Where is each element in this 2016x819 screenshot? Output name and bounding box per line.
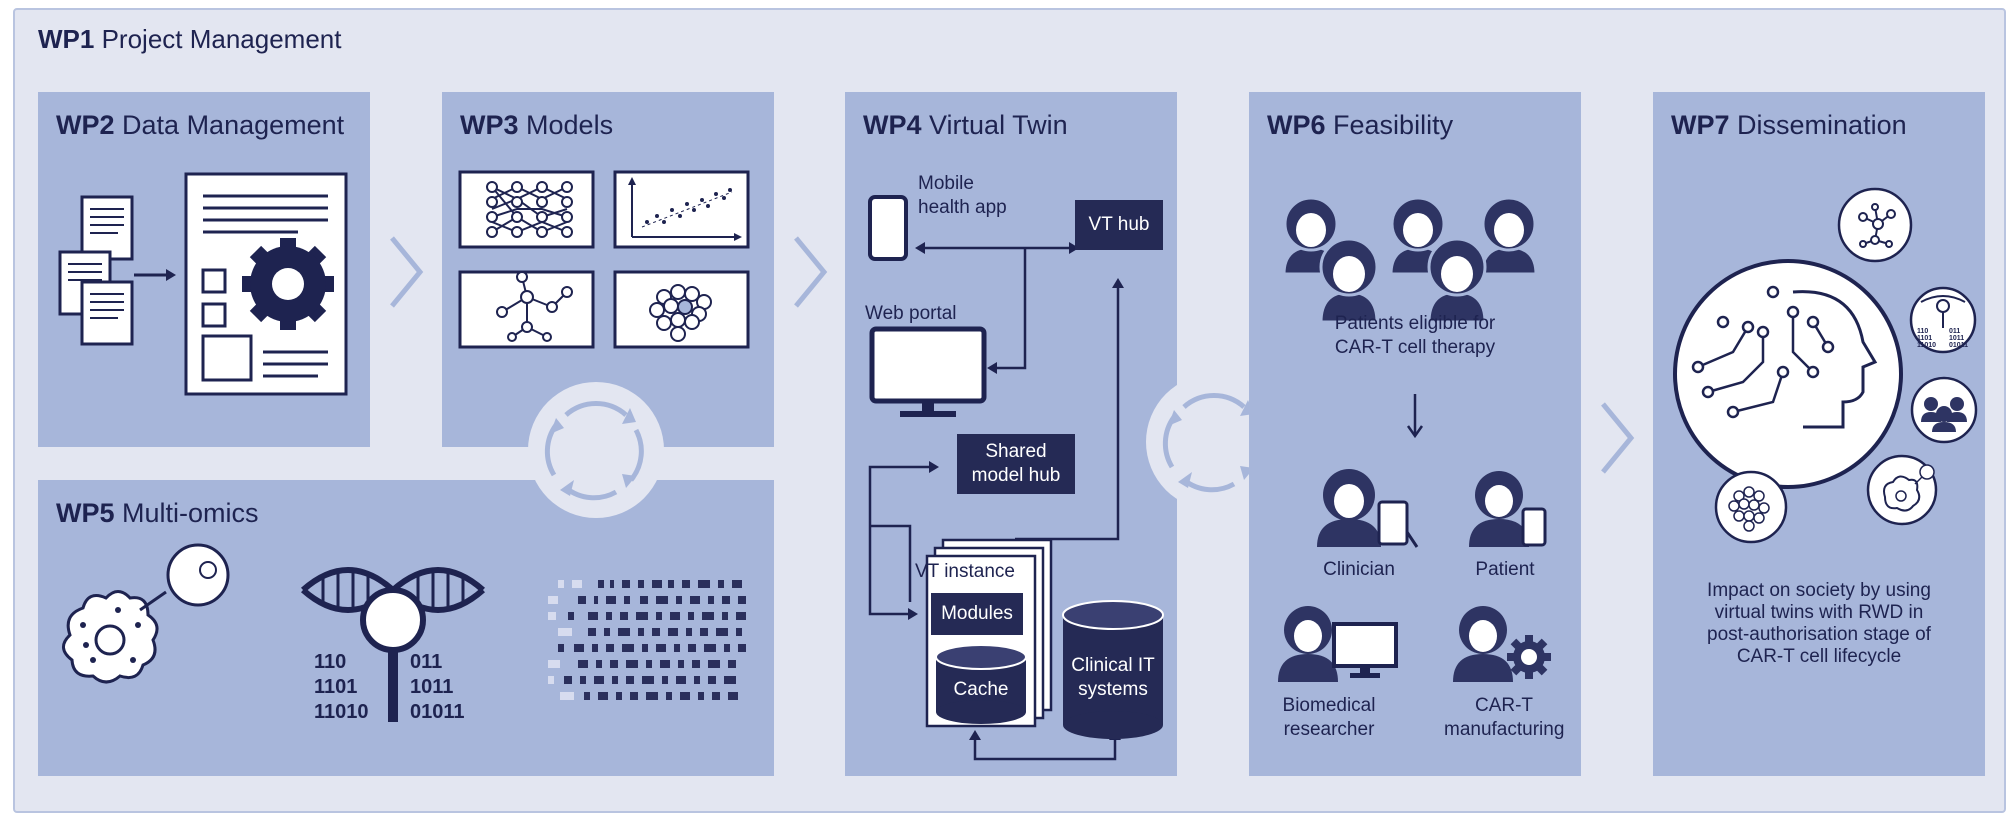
modules-box: Modules (931, 593, 1023, 635)
clinician-label: Clinician (1323, 559, 1395, 580)
patient-icon (1469, 471, 1547, 547)
vt-hub-box: VT hub (1075, 200, 1163, 250)
dna-binary-icon (1920, 295, 1966, 328)
wp2-title: WP2 Data Management (56, 110, 345, 140)
cache-label: Cache (953, 679, 1009, 700)
cluster-icon (1728, 486, 1770, 532)
model-thumbnails (458, 170, 750, 349)
biomedical-researcher-icon (1278, 606, 1398, 682)
wp2-panel: WP2 Data Management (38, 92, 370, 447)
graph-network-icon (496, 271, 573, 342)
cell-icon (1883, 464, 1935, 512)
people-group-icon (1921, 397, 1967, 432)
clinical-database-icon (1062, 600, 1164, 739)
monitor-icon (869, 326, 987, 417)
smartphone-icon (868, 195, 908, 261)
wp1-title: WP1 Project Management (38, 24, 342, 54)
web-portal-label: Web portal (865, 303, 957, 324)
wp6-title: WP6 Feasibility (1267, 110, 1454, 140)
network-icon (1858, 203, 1896, 248)
wp3-title: WP3 Models (460, 110, 614, 140)
car-t-manufacturing-icon (1453, 606, 1551, 682)
wp7-panel: WP7 Dissemination (1653, 92, 1985, 776)
wp4-title: WP4 Virtual Twin (863, 110, 1068, 140)
down-arrow-icon (1406, 394, 1424, 439)
wp5-title: WP5 Multi-omics (56, 498, 259, 528)
chevron-right-icon (794, 236, 828, 308)
chevron-right-icon (390, 236, 424, 308)
ai-head-icon (1673, 187, 1978, 544)
cache-database-icon (935, 644, 1027, 724)
virtual-twin-diagram (868, 195, 1164, 761)
patient-label: Patient (1475, 559, 1535, 580)
neural-network-icon (491, 185, 568, 234)
wp4-panel: WP4 Virtual Twin (845, 92, 1177, 776)
cell-icon (62, 543, 230, 684)
chevron-right-icon (1601, 402, 1635, 474)
cluster-icon (649, 284, 712, 342)
clinician-icon (1317, 469, 1419, 548)
patients-group-icon (1282, 196, 1538, 324)
cycle-arrows-icon (528, 382, 664, 518)
sequencing-data-icon (548, 580, 746, 700)
document-gear-icon (58, 172, 348, 396)
dna-magnifier-icon (301, 567, 485, 722)
vt-instance-label: VT instance (915, 561, 1015, 582)
wp7-title: WP7 Dissemination (1671, 110, 1907, 140)
scatter-plot-icon (628, 177, 742, 241)
